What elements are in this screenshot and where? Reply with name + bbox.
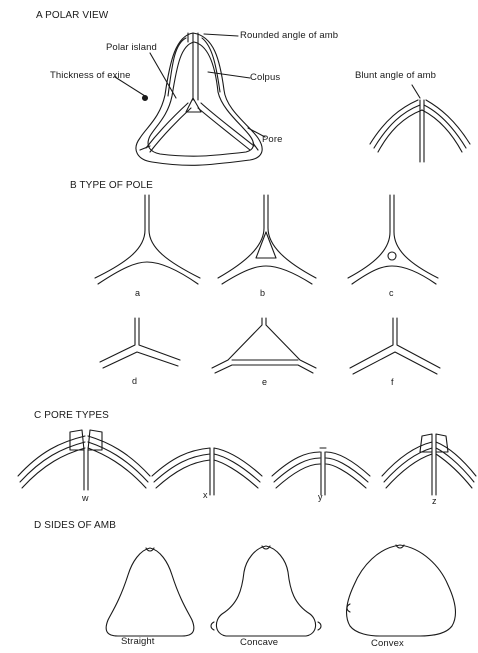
section-type-of-pole: B TYPE OF POLE [70,180,153,191]
pore-label-z: z [432,496,437,507]
label-polar-island: Polar island [106,42,157,53]
section-polar-view: A POLAR VIEW [36,10,108,21]
pore-label-x: x [203,490,208,501]
pole-f [350,318,440,374]
pore-x [152,448,262,495]
pole-d [100,318,180,368]
amb-label-convex: Convex [371,638,404,649]
pole-a [95,195,200,284]
pole-label-a: a [135,288,140,299]
pole-label-d: d [132,376,137,387]
pore-label-w: w [82,493,89,504]
pole-b [218,195,316,284]
pole-e [212,318,316,373]
pole-label-c: c [389,288,394,299]
label-thickness-of-exine: Thickness of exine [50,70,130,81]
pore-w [18,430,150,490]
pole-label-b: b [260,288,265,299]
pore-y [272,448,370,495]
amb-concave [211,546,321,636]
pole-label-e: e [262,377,267,388]
label-colpus: Colpus [250,72,280,83]
section-pore-types: C PORE TYPES [34,410,109,421]
label-rounded-angle: Rounded angle of amb [240,30,338,41]
pore-label-y: y [318,492,323,503]
section-sides-of-amb: D SIDES OF AMB [34,520,116,531]
pole-c [348,195,438,284]
amb-straight [106,548,194,636]
amb-label-straight: Straight [121,636,155,647]
pore-z [382,434,476,495]
pole-label-f: f [391,377,394,388]
amb-label-concave: Concave [240,637,278,648]
amb-convex [347,545,456,636]
blunt-angle-diagram [370,85,470,162]
label-pore: Pore [262,134,282,145]
label-blunt-angle: Blunt angle of amb [355,70,436,81]
